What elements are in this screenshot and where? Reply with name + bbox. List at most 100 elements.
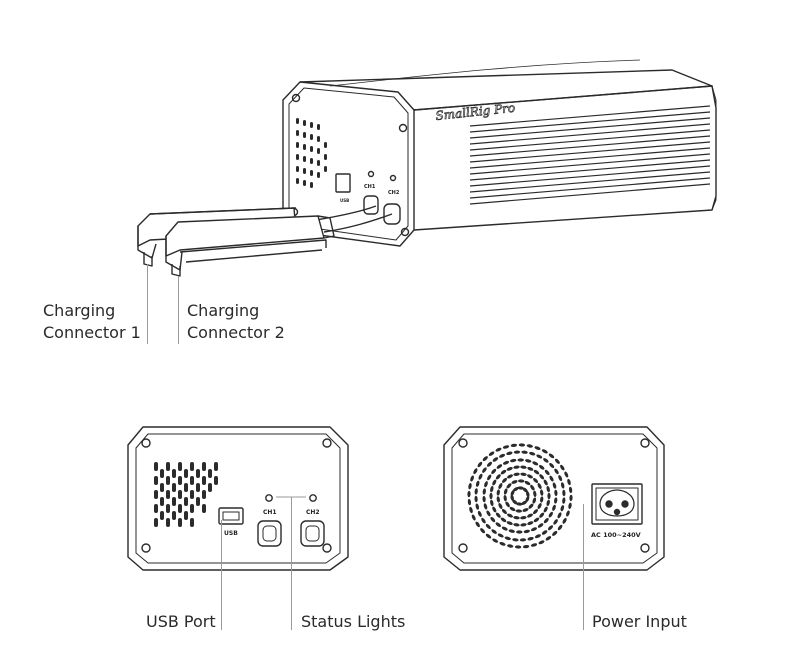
fan-hole (506, 483, 512, 489)
fan-hole (477, 461, 483, 468)
status-light-ch2 (309, 494, 317, 502)
fan-hole (508, 529, 515, 533)
fan-hole (518, 443, 526, 447)
usb-port-perspective (335, 173, 351, 193)
charger-perspective-view (137, 59, 717, 277)
fan-hole (519, 538, 527, 542)
fan-hole (568, 502, 572, 509)
fan-hole (520, 472, 527, 476)
fan-hole (495, 447, 502, 452)
leader-power-input (583, 504, 584, 630)
fan-hole (480, 528, 486, 534)
fan-hole (554, 497, 558, 504)
fan-hole (520, 516, 527, 520)
fan-hole (539, 474, 545, 480)
fan-hole (507, 474, 513, 479)
fan-hole (528, 503, 534, 509)
ch2-marking-top: CH2 (388, 190, 400, 196)
fan-hole (506, 467, 513, 471)
fan-hole (496, 464, 503, 469)
fan-hole (467, 490, 471, 498)
fan-hole (474, 495, 478, 503)
label-charging-connector-2-line2: Connector 2 (187, 323, 285, 342)
fan-hole (512, 538, 519, 542)
fan-hole (548, 453, 555, 459)
fan-hole (541, 449, 548, 454)
fan-hole (491, 468, 497, 474)
fan-hole (537, 483, 542, 489)
fan-hole (473, 468, 478, 475)
status-light-ch1-perspective (367, 170, 375, 178)
fan-hole (487, 474, 492, 481)
fan-hole (526, 491, 530, 498)
fan-hole (538, 540, 545, 545)
fan-hole (511, 480, 518, 484)
side-vent-slots (469, 105, 711, 205)
fan-hole (500, 469, 507, 475)
label-status-lights: Status Lights (301, 612, 406, 631)
fan-hole (515, 509, 522, 513)
fan-hole (567, 478, 571, 486)
fan-hole (527, 536, 534, 541)
fan-hole (516, 502, 523, 506)
fan-hole (552, 504, 556, 511)
ac-marking: AC 100~240V (591, 531, 641, 539)
fan-hole (541, 530, 548, 535)
fan-hole (504, 536, 511, 541)
fan-hole (548, 511, 553, 518)
fan-hole (503, 488, 508, 495)
fan-hole (553, 519, 558, 525)
fan-hole (514, 545, 522, 549)
fan-hole (522, 487, 528, 493)
fan-hole (484, 481, 488, 488)
fan-hole (532, 509, 539, 515)
fan-hole (506, 451, 513, 456)
charger-rear-view (443, 426, 665, 571)
fan-hole (558, 475, 563, 482)
fan-hole (485, 533, 492, 539)
fan-hole (488, 451, 495, 456)
status-light-ch1 (265, 494, 273, 502)
fan-hole (549, 475, 554, 482)
status-light-ch2-perspective (389, 174, 397, 182)
fan-hole (520, 465, 527, 469)
fan-hole (510, 443, 518, 448)
fan-hole (560, 464, 565, 471)
fan-hole (526, 444, 533, 448)
fan-hole (540, 489, 544, 496)
fan-hole (521, 500, 527, 506)
fan-hole (533, 517, 540, 523)
fan-hole (566, 510, 570, 517)
usb-port (218, 507, 244, 525)
fan-hole (525, 496, 530, 503)
fan-hole (568, 486, 573, 494)
fan-hole (468, 483, 472, 490)
fan-hole (482, 488, 486, 495)
fan-hole (527, 474, 533, 479)
fan-hole (482, 456, 488, 462)
fan-hole (545, 536, 552, 541)
ch1-button (257, 520, 282, 547)
fan-hole (521, 450, 528, 454)
fan-hole (517, 486, 524, 490)
fan-hole (498, 503, 503, 509)
fan-hole (507, 544, 514, 548)
fan-hole (482, 495, 486, 503)
fan-hole (538, 464, 545, 470)
fan-hole (543, 479, 548, 486)
fan-hole (513, 486, 519, 492)
fan-hole (500, 517, 507, 523)
fan-hole (539, 512, 545, 518)
fan-hole (482, 467, 487, 473)
fan-hole (524, 480, 531, 486)
fan-hole (554, 458, 560, 464)
fan-hole (547, 492, 551, 500)
fan-hole (554, 489, 558, 497)
fan-hole (478, 473, 483, 480)
fan-hole (489, 492, 493, 500)
front-view-vent-slots (154, 462, 218, 527)
fan-hole (498, 483, 503, 489)
fan-hole (562, 489, 566, 497)
